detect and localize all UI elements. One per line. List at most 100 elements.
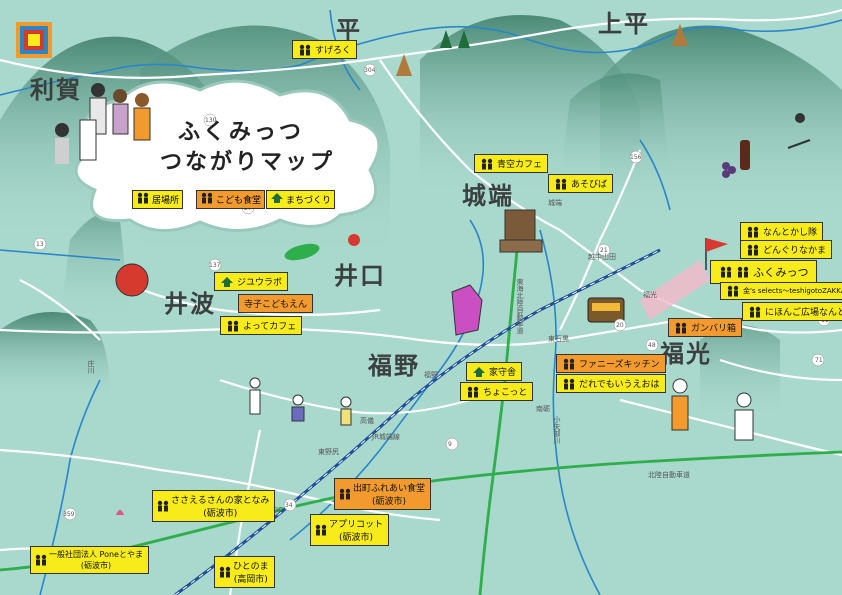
area-label-inami: 井波	[164, 290, 216, 318]
road-number: 156	[630, 154, 642, 161]
leaf-icon	[284, 243, 320, 261]
tulip-icon	[116, 510, 124, 515]
people-icon	[746, 244, 760, 256]
logo-emblem	[16, 22, 52, 58]
area-label-johana: 城端	[462, 182, 514, 210]
highway-label: 北陸自動車道	[648, 471, 690, 479]
people-group-illustration	[55, 83, 151, 164]
people-icon	[562, 378, 576, 390]
legend-ibasho: 居場所	[132, 190, 184, 209]
place-label-nandoka-shitai[interactable]: なんとかし隊	[740, 222, 824, 241]
road-number: 13	[36, 241, 44, 248]
people-icon	[748, 306, 762, 318]
people-icon	[674, 322, 688, 334]
road-number: 9	[448, 441, 452, 448]
people-icon	[218, 566, 232, 578]
people-icon	[338, 488, 352, 500]
place-label-sugoroku[interactable]: すげろく	[292, 40, 358, 59]
tengu-mask-illustration	[115, 263, 149, 297]
place-label-yotte-cafe[interactable]: よってカフェ	[220, 316, 303, 335]
area-label-kamitaira: 上平	[598, 10, 650, 38]
people-icon	[34, 554, 48, 566]
place-label-selects-zakka[interactable]: 金's selects〜teshigotoZAKKA〜	[720, 282, 842, 300]
place-label-ganbari-bako[interactable]: ガンバリ箱	[668, 318, 743, 337]
road-number: 359	[63, 511, 75, 518]
place-label-donguri-nakama[interactable]: どんぐりなかま	[740, 240, 833, 259]
road-number: 130	[205, 117, 217, 124]
trees-icon	[440, 30, 470, 48]
place-label-asobiba[interactable]: あそびば	[548, 174, 614, 193]
place-label-kashu-sha[interactable]: 家守舎	[466, 362, 523, 381]
place-label-chokotto[interactable]: ちょこっと	[460, 382, 534, 401]
map-title-line1: ふくみっつ	[178, 120, 304, 145]
festival-flags-illustration	[640, 260, 710, 320]
people-icon	[736, 266, 750, 278]
road-number: 34	[285, 502, 293, 509]
road-number: 71	[815, 357, 823, 364]
house-icon	[472, 366, 486, 378]
people-icon	[226, 320, 240, 332]
river-label: 庄川	[87, 360, 95, 374]
people-icon	[746, 226, 760, 238]
ic-label: 南砺	[536, 405, 550, 413]
place-label-terako-kodomoen[interactable]: 寺子こどもえん	[238, 294, 314, 313]
people-icon	[719, 266, 733, 278]
road-number: 21	[600, 247, 608, 254]
road-number: 304	[364, 67, 376, 74]
place-label-funnies-kitchen[interactable]: ファニーズキッチン	[556, 354, 666, 373]
people-icon	[156, 500, 170, 512]
station-label: 城端	[548, 199, 562, 207]
place-label-nihongo-hiroba[interactable]: にほんご広場なんと	[742, 302, 842, 321]
house-icon	[270, 192, 284, 207]
river-label: 小矢部川	[553, 416, 561, 444]
railway	[174, 248, 661, 595]
people-icon	[726, 285, 740, 297]
people-icon	[554, 178, 568, 190]
skier-illustration	[787, 113, 811, 149]
place-label-sasaeru-san[interactable]: ささえるさんの家となみ (砺波市)	[152, 490, 276, 522]
place-label-fukumitsu-center[interactable]: ふくみっつ	[710, 260, 818, 284]
area-label-fukuno: 福野	[368, 352, 420, 380]
legend-machizukuri: まちづくり	[266, 190, 336, 209]
people-icon	[466, 386, 480, 398]
station-label: 東野尻	[318, 448, 339, 456]
area-label-fukumitsu: 福光	[660, 340, 712, 368]
lion-dance-illustration	[451, 284, 483, 336]
people-walking-illustration	[249, 377, 352, 426]
grapes-icon	[722, 162, 736, 178]
place-label-demachi-fureai[interactable]: 出町ふれあい食堂 (砺波市)	[334, 478, 432, 510]
area-label-inokuchi: 井口	[334, 262, 386, 290]
people-icon	[480, 158, 494, 170]
place-label-aozora-cafe[interactable]: 青空カフェ	[474, 154, 549, 173]
people-icon	[298, 44, 312, 56]
road-number: 20	[616, 322, 624, 329]
place-label-daredemo[interactable]: だれでもいうえおは	[556, 374, 666, 393]
camellia-flower-icon	[348, 234, 360, 246]
area-label-toga: 利賀	[30, 76, 82, 104]
highway-label: 東海北陸自動車道	[516, 278, 524, 334]
people-icon	[314, 524, 328, 536]
place-label-apricot[interactable]: アプリコット (砺波市)	[310, 514, 390, 546]
area-label-taira: 平	[336, 16, 362, 44]
red-flag-illustration	[705, 238, 728, 270]
house-icon	[220, 276, 234, 288]
station-label: 越中山田	[588, 253, 616, 261]
road-number: 48	[648, 342, 656, 349]
place-label-jiyuu-labo[interactable]: ジユウラボ	[214, 272, 289, 291]
place-label-pone-toyama[interactable]: 一般社団法人 Poneとやま (砺波市)	[30, 546, 149, 574]
station-label: 高儀	[360, 417, 374, 425]
cook-illustration	[671, 378, 754, 441]
festival-float-illustration	[499, 209, 543, 253]
people-icon	[562, 358, 576, 370]
bottle-icon	[740, 140, 750, 170]
place-label-hitonoma[interactable]: ひとのま (高岡市)	[214, 556, 275, 588]
station-label: 東石黒	[548, 335, 569, 343]
haystack-icon	[396, 24, 688, 76]
people-icon	[200, 192, 214, 207]
legend-kodomo-shokudo: こども食堂	[196, 190, 266, 209]
train-illustration	[587, 297, 625, 323]
map-title-line2: つながりマップ	[160, 150, 336, 175]
people-icon	[136, 192, 150, 207]
